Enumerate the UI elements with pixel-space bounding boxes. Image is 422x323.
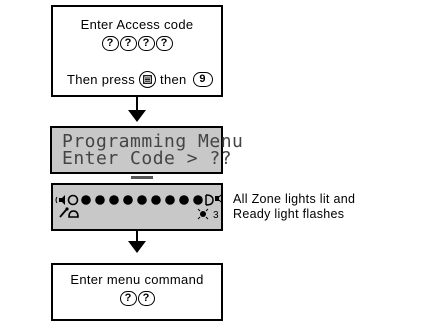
menu-command-title: Enter menu command	[70, 272, 204, 287]
press-instruction-row: Then press then 9	[67, 71, 213, 88]
key-9-icon: 9	[192, 72, 213, 87]
code-mark: ?	[137, 36, 155, 51]
bell-icon	[215, 194, 221, 203]
note-line-2: Ready light flashes	[233, 207, 345, 221]
flow-arrow-shaft	[136, 97, 138, 112]
keypad-led-panel: 3	[51, 176, 223, 231]
code-mark: ?	[101, 36, 119, 51]
access-code-instruction-box: Enter Access code ? ? ? ? Then press the…	[51, 5, 223, 97]
menu-key-icon	[139, 71, 157, 88]
menu-command-marks: ? ?	[53, 291, 221, 306]
ready-light-icon	[68, 210, 79, 218]
press-instruction-middle: then	[160, 72, 187, 87]
lcd-display: Programming Menu Enter Code > ??	[50, 126, 243, 174]
tool-icon	[59, 207, 69, 218]
zone-light	[95, 195, 105, 205]
code-mark: ?	[119, 36, 137, 51]
code-mark: ?	[155, 36, 173, 51]
speaker-icon	[55, 195, 65, 205]
flow-arrow-head	[128, 110, 146, 122]
access-code-marks: ? ? ? ?	[53, 36, 221, 51]
zone-light	[137, 195, 147, 205]
press-instruction-prefix: Then press	[67, 72, 136, 87]
keypad-indicators: 3	[55, 194, 221, 221]
panel-top-indicator	[131, 176, 153, 179]
flow-arrow-head	[128, 241, 146, 253]
zone-lights-note: All Zone lights lit and Ready light flas…	[233, 192, 355, 222]
command-mark: ?	[137, 291, 155, 306]
zone-light	[151, 195, 161, 205]
zone-light	[123, 195, 133, 205]
zone-lights	[81, 195, 203, 205]
zone-light	[81, 195, 91, 205]
command-mark: ?	[119, 291, 137, 306]
armed-light-icon	[67, 194, 79, 206]
alarm-burst-icon	[197, 208, 209, 220]
access-code-title: Enter Access code	[80, 17, 194, 32]
note-line-1: All Zone lights lit and	[233, 192, 356, 206]
power-light-icon	[205, 194, 214, 206]
zone-light	[165, 195, 175, 205]
lcd-line-1: Programming Menu	[62, 131, 244, 152]
zone-light	[179, 195, 189, 205]
zone-light	[193, 195, 203, 205]
flow-arrow-shaft	[136, 231, 138, 243]
lcd-line-2: Enter Code > ??	[62, 148, 233, 169]
menu-command-instruction-box: Enter menu command ? ?	[51, 263, 223, 321]
zone-count-label: 3	[213, 210, 219, 221]
zone-light	[109, 195, 119, 205]
